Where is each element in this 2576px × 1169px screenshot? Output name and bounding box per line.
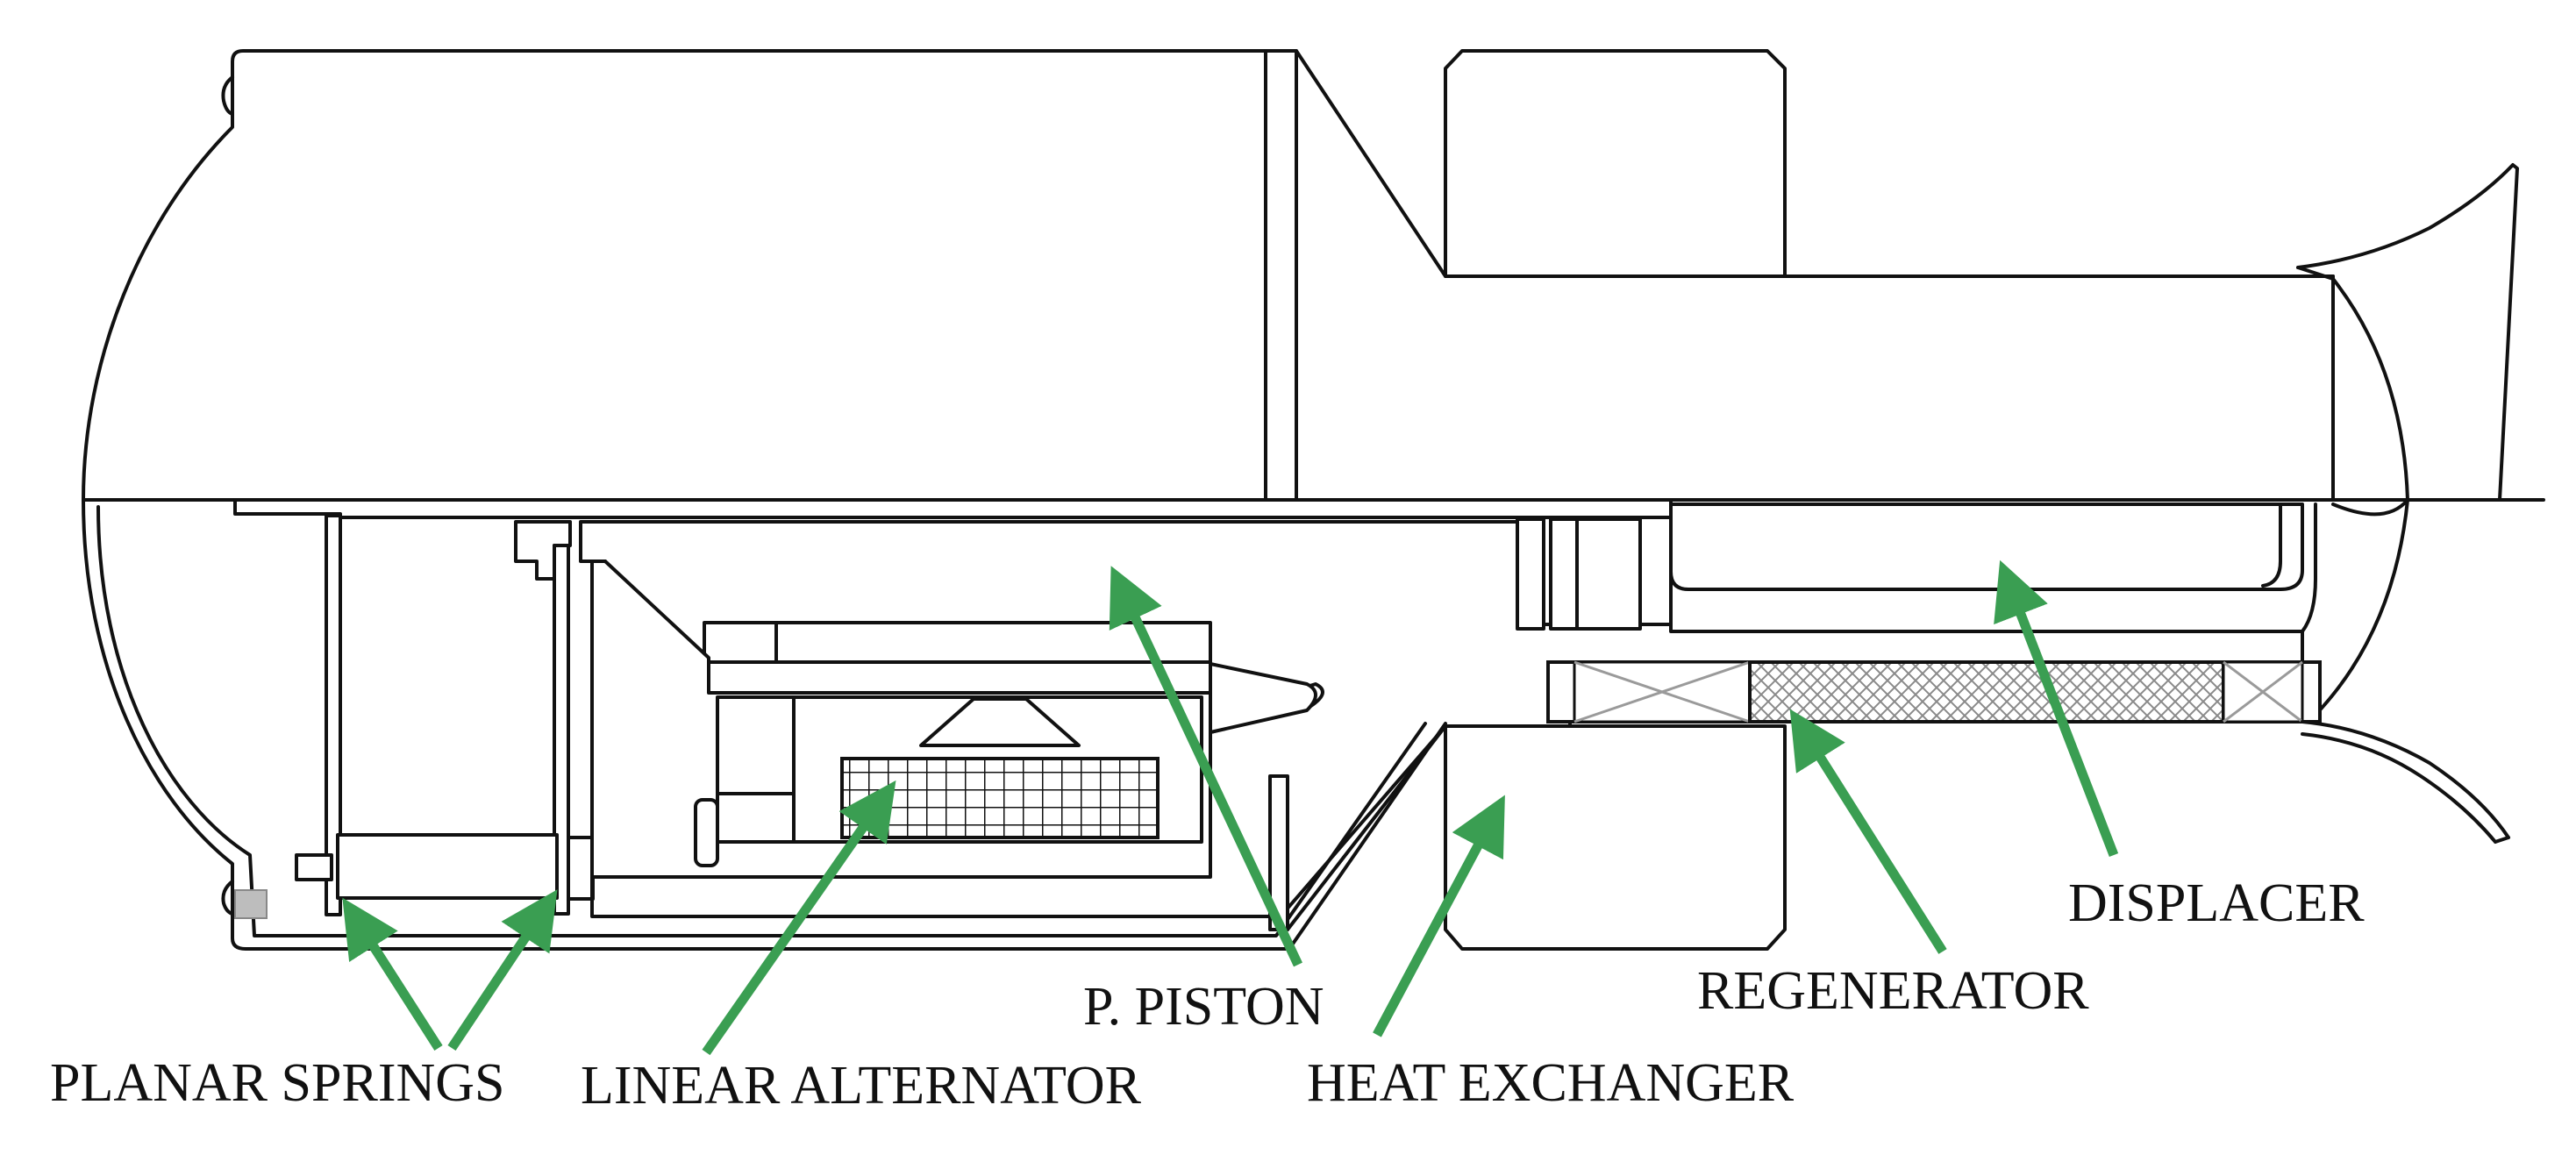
regenerator-end-a-x bbox=[1573, 660, 1751, 723]
spring-shaft bbox=[336, 833, 559, 900]
displacer-inner-edge bbox=[2261, 503, 2282, 588]
magnet-wedge bbox=[919, 697, 1081, 747]
stator-clip bbox=[694, 798, 719, 867]
label-linear-alternator: LINEAR ALTERNATOR bbox=[581, 1056, 1142, 1116]
spring-shaft-nut bbox=[567, 836, 595, 901]
inner-casing-plate bbox=[233, 498, 1673, 519]
support-plate-diagonal bbox=[1286, 724, 1447, 931]
regenerator-end-b-x bbox=[2223, 660, 2303, 723]
label-displacer: DISPLACER bbox=[2068, 873, 2365, 933]
displacer-cavity bbox=[1669, 503, 2304, 591]
interface-rib-b bbox=[1549, 517, 1579, 631]
flare-join bbox=[2296, 266, 2335, 281]
housing-lug-upper bbox=[221, 75, 234, 116]
lower-section-view bbox=[82, 498, 2510, 951]
spring-bolt-head bbox=[295, 853, 333, 881]
piston-rod-slot bbox=[703, 621, 1212, 664]
labels: PLANAR SPRINGS LINEAR ALTERNATOR P. PIST… bbox=[50, 873, 2365, 1116]
cold-finger-flare-lower-inner bbox=[2301, 732, 2497, 844]
cold-head-dome-lower bbox=[2314, 498, 2409, 716]
heat-exchanger-lower-block bbox=[1444, 724, 1787, 951]
housing-seal bbox=[234, 889, 268, 919]
interface-rib-a bbox=[1516, 517, 1545, 631]
piston-tip bbox=[1209, 662, 1317, 734]
housing-lower-inner-shell bbox=[96, 505, 1427, 937]
alternator-coil bbox=[840, 757, 1160, 839]
label-heat-exchanger: HEAT EXCHANGER bbox=[1307, 1053, 1795, 1113]
label-planar-springs: PLANAR SPRINGS bbox=[50, 1053, 505, 1113]
arrow-planar-springs-left bbox=[342, 897, 443, 1051]
planar-spring-plate-left bbox=[325, 514, 342, 916]
arrow-regenerator bbox=[1789, 709, 1947, 954]
flare-tip bbox=[2494, 836, 2510, 844]
housing-upper-outline bbox=[82, 49, 2335, 502]
housing-lug-lower bbox=[221, 880, 234, 916]
interface-rib-c bbox=[1575, 517, 1642, 631]
label-p-piston: P. PISTON bbox=[1083, 977, 1324, 1037]
displacer-right-curve bbox=[2301, 503, 2317, 633]
cold-finger-flare-lower bbox=[2301, 720, 2510, 839]
arrow-displacer bbox=[1994, 560, 2119, 857]
label-regenerator: REGENERATOR bbox=[1697, 961, 2089, 1021]
housing-lower-outer-shell bbox=[82, 498, 1447, 951]
callout-arrows bbox=[342, 560, 2119, 1056]
spring-mount-bracket bbox=[514, 520, 572, 581]
upper-exterior-view bbox=[82, 49, 2519, 502]
heat-exchanger-upper-block bbox=[1444, 49, 1787, 278]
arrow-linear-alternator bbox=[702, 780, 896, 1056]
arrow-heat-exchanger bbox=[1373, 795, 1505, 1037]
cold-finger-flare-upper bbox=[2296, 163, 2519, 502]
arrow-p-piston bbox=[1109, 566, 1302, 967]
arrow-planar-springs-right bbox=[447, 889, 558, 1051]
cold-head-dome-upper bbox=[2331, 277, 2409, 502]
regenerator-matrix bbox=[1748, 660, 2225, 723]
